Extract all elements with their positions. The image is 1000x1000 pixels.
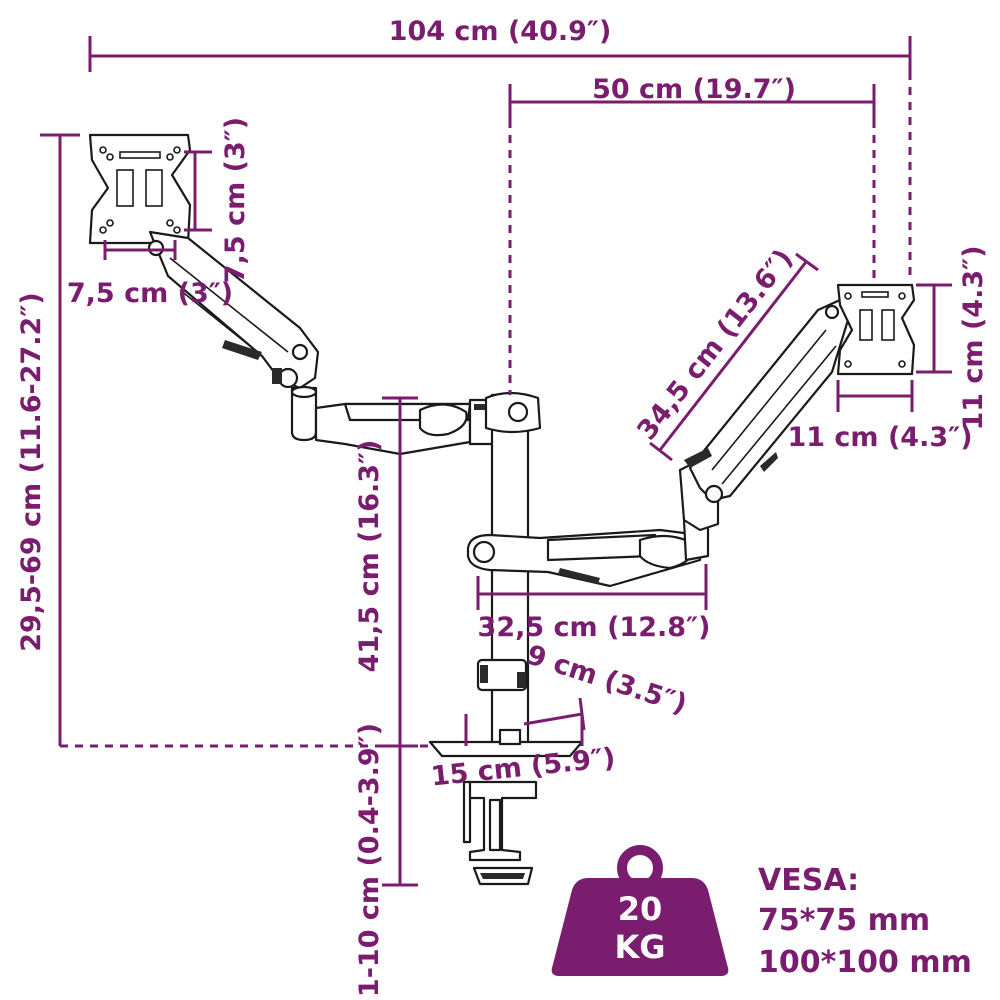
right-upper-arm — [678, 298, 850, 532]
label-clamp-range: 1-10 cm (0.4-3.9″) — [354, 723, 385, 997]
left-upper-arm — [147, 230, 320, 390]
weight-badge: 20 KG — [551, 845, 729, 976]
left-lower-arm — [290, 385, 498, 456]
label-pole-to-right-plate: 50 cm (19.7″) — [592, 74, 796, 105]
vesa-title: VESA: — [758, 863, 859, 898]
label-left-vesa-height: 7,5 cm (3″) — [220, 117, 251, 283]
right-vesa-plate — [836, 283, 916, 376]
label-total-width: 104 cm (40.9″) — [389, 16, 612, 47]
base-and-clamp — [428, 728, 584, 886]
dimension-lines — [40, 36, 952, 887]
label-right-vesa-width: 11 cm (4.3″) — [787, 422, 972, 453]
weight-unit: KG — [614, 928, 665, 966]
mount-drawing — [88, 133, 916, 886]
label-base-depth: 9 cm (3.5″) — [523, 639, 691, 720]
label-right-vesa-height: 11 cm (4.3″) — [958, 245, 989, 430]
weight-icon — [551, 878, 729, 976]
label-height-range: 29,5-69 cm (11.6-27.2″) — [16, 292, 47, 652]
label-pole-height: 41,5 cm (16.3″) — [354, 440, 385, 673]
left-vesa-plate — [88, 133, 192, 245]
weight-value: 20 — [618, 890, 663, 928]
vesa-size-1: 75*75 mm — [758, 903, 930, 938]
label-lower-arm: 32,5 cm (12.8″) — [478, 612, 711, 643]
pole — [476, 391, 542, 753]
label-left-vesa-width: 7,5 cm (3″) — [67, 278, 233, 309]
vesa-info: VESA: 75*75 mm 100*100 mm — [758, 863, 972, 980]
vesa-size-2: 100*100 mm — [758, 945, 972, 980]
